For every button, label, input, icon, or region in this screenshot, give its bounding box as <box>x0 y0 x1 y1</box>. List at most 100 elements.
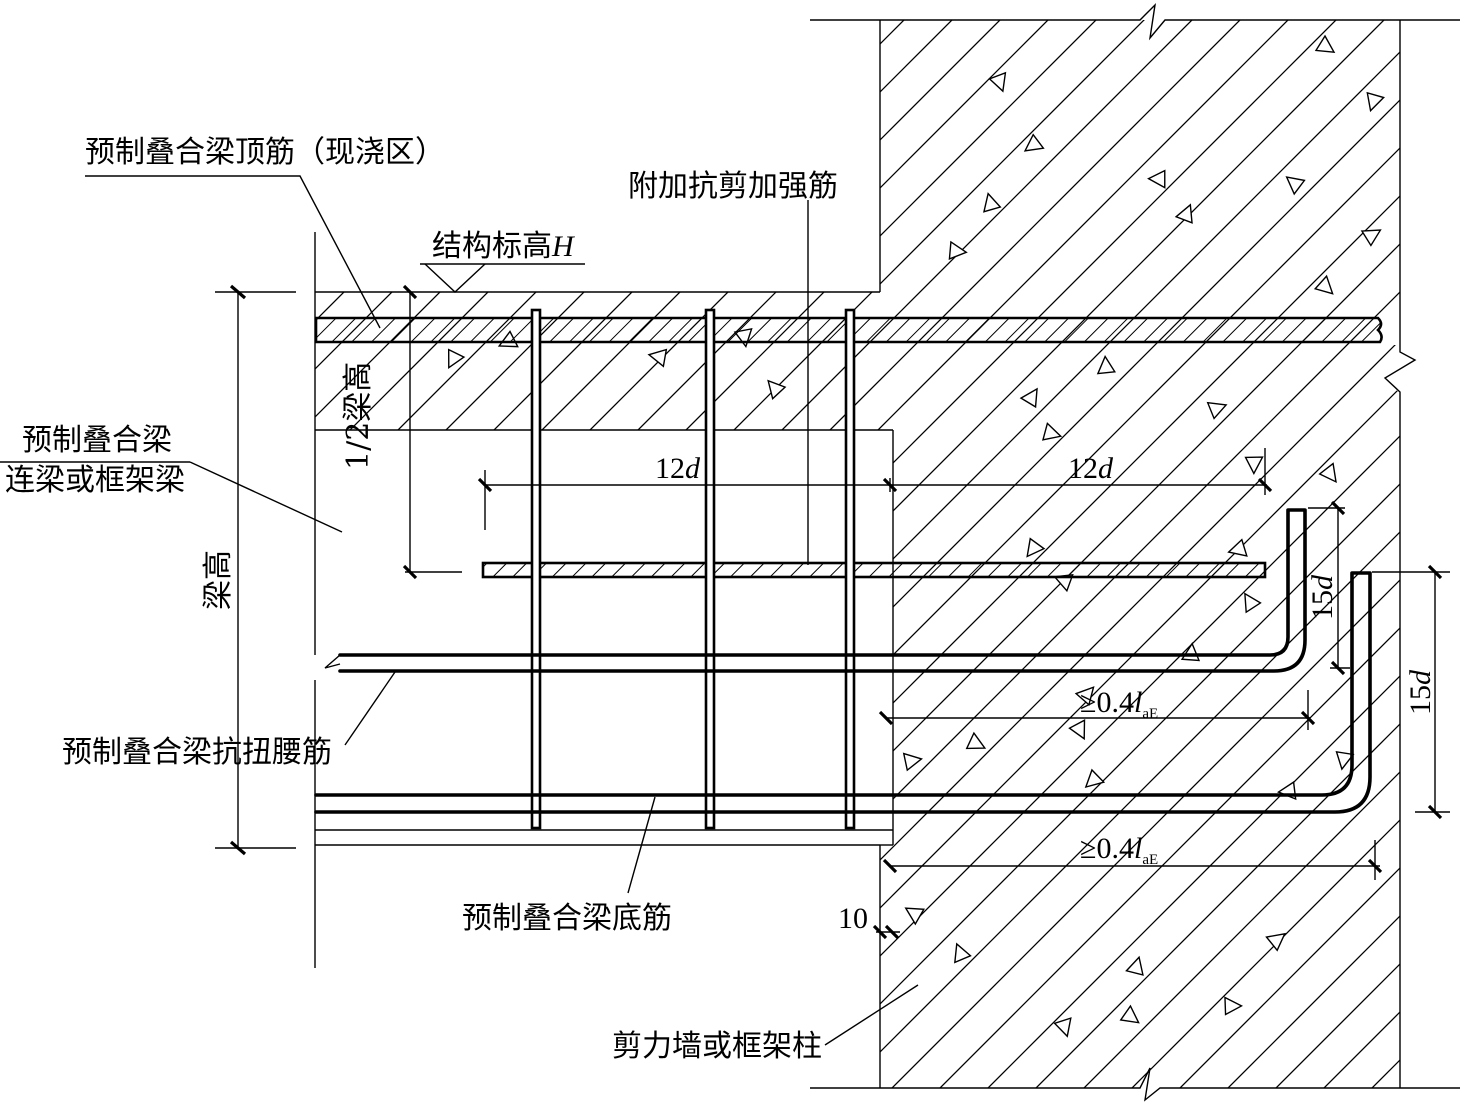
12d-left-d: d <box>685 452 701 485</box>
aggregate-triangle <box>1125 955 1144 976</box>
aggregate-triangle <box>1276 780 1297 801</box>
elevation-text: 结构标高 <box>432 229 552 264</box>
hatch-line <box>1408 0 1467 1100</box>
aggregate-triangle <box>902 752 923 772</box>
15d-long-d: d <box>1404 669 1437 685</box>
aggregate-triangle <box>988 71 1007 93</box>
15d-long-text: 15d <box>1404 669 1437 715</box>
15d-short-number: 15 <box>1306 590 1339 620</box>
aggregate-triangle <box>1084 768 1106 789</box>
bottom-bar-label: 预制叠合梁底筋 <box>462 901 672 936</box>
hatch-line <box>1071 20 1400 1088</box>
concrete-aggregate <box>447 34 1385 1038</box>
leader-lines <box>0 175 919 1046</box>
aggregate-triangle <box>1206 401 1228 420</box>
aggregate-triangle <box>647 348 668 368</box>
aggregate-triangle <box>1068 719 1086 741</box>
aggregate-triangle <box>1244 592 1262 614</box>
waist-rebar <box>338 508 1307 673</box>
anchor-upper-dimension <box>878 690 1316 730</box>
15d-short-d: d <box>1306 574 1339 590</box>
anchor-lower-dimension <box>882 840 1383 880</box>
aggregate-triangle <box>1074 686 1095 707</box>
aggregate-triangle <box>1119 1004 1140 1024</box>
hatch-line <box>639 20 1400 1088</box>
hatch-line <box>975 20 1400 1088</box>
aggregate-triangle <box>1174 203 1193 224</box>
waist-bar-label: 预制叠合梁抗扭腰筋 <box>62 735 332 770</box>
hatch-line <box>1456 0 1467 1100</box>
12d-left-number: 12 <box>655 452 685 485</box>
aggregate-triangle <box>1318 462 1337 484</box>
anchor-upper-l: l <box>1134 686 1142 719</box>
aggregate-triangle <box>1227 538 1248 557</box>
beam-height-dimension <box>215 284 296 856</box>
hatch-line <box>1359 20 1400 1088</box>
hatch-line <box>879 20 1400 1088</box>
15d-short-text: 15d <box>1306 574 1339 620</box>
elevation-marker <box>420 263 585 293</box>
aggregate-triangle <box>1285 176 1306 196</box>
cover-dimension <box>872 924 900 940</box>
anchor-upper-prefix: ≥0.4 <box>1080 686 1134 719</box>
15d-long-number: 15 <box>1404 685 1437 715</box>
hatch-line <box>1263 20 1400 1088</box>
elevation-label: 结构标高H <box>432 229 576 264</box>
12d-right-text: 12d <box>1068 452 1114 485</box>
anchor-lower-text: ≥0.4laE <box>1080 832 1158 868</box>
aggregate-triangle <box>1023 133 1045 152</box>
shear-bar-label: 附加抗剪加强筋 <box>628 169 838 204</box>
aggregate-triangle <box>767 379 787 401</box>
hatch-line <box>831 20 1400 1088</box>
cover-text: 10 <box>838 902 868 935</box>
aggregate-triangle <box>1265 932 1286 952</box>
aggregate-triangle <box>1335 750 1355 771</box>
anchor-lower-sub: aE <box>1142 852 1158 868</box>
aggregate-triangle <box>1313 274 1334 295</box>
half-height-dimension <box>402 284 462 580</box>
aggregate-triangle <box>447 348 466 370</box>
top-bar-label: 预制叠合梁顶筋（现浇区） <box>85 135 445 170</box>
aggregate-triangle <box>965 731 987 750</box>
aggregate-triangle <box>1224 996 1243 1016</box>
hatch-line <box>543 20 1400 1088</box>
aggregate-triangle <box>904 907 925 926</box>
aggregate-triangle <box>954 942 972 964</box>
15d-short-dimension <box>1308 500 1350 676</box>
hatch-line <box>1215 20 1400 1088</box>
aggregate-triangle <box>1053 1017 1072 1038</box>
aggregate-triangle <box>1096 354 1116 375</box>
elevation-symbol: H <box>551 230 576 263</box>
aggregate-triangle <box>1360 229 1382 247</box>
aggregate-triangle <box>983 192 1002 213</box>
anchor-upper-text: ≥0.4laE <box>1080 686 1158 722</box>
12d-right-d: d <box>1098 452 1114 485</box>
12d-dimension <box>477 448 1273 530</box>
15d-long-dimension <box>1372 564 1450 820</box>
bottom-rebar <box>314 571 1372 814</box>
hatch-line <box>1167 20 1400 1088</box>
precast-beam-label-line1: 预制叠合梁 <box>22 423 172 458</box>
stirrups <box>530 308 856 830</box>
precast-beam-label-line2: 连梁或框架梁 <box>5 463 185 498</box>
hatch-line <box>1023 20 1400 1088</box>
hatch-line <box>783 20 1400 1088</box>
hatch-line <box>927 20 1400 1088</box>
anchor-upper-sub: aE <box>1142 706 1158 722</box>
aggregate-triangle <box>1366 91 1385 113</box>
anchor-lower-l: l <box>1134 832 1142 865</box>
aggregate-triangle <box>1042 422 1063 441</box>
aggregate-triangle <box>1314 34 1336 54</box>
12d-right-number: 12 <box>1068 452 1098 485</box>
aggregate-triangle <box>1026 537 1046 558</box>
beam-height-text: 梁高 <box>201 550 236 610</box>
aggregate-triangle <box>1244 456 1264 475</box>
aggregate-triangle <box>1147 169 1166 189</box>
12d-left-text: 12d <box>655 452 701 485</box>
hatch-line <box>687 20 1400 1088</box>
hatch-line <box>1119 20 1400 1088</box>
aggregate-triangle <box>1019 387 1038 409</box>
anchor-lower-prefix: ≥0.4 <box>1080 832 1134 865</box>
shear-rebar <box>481 561 1267 579</box>
